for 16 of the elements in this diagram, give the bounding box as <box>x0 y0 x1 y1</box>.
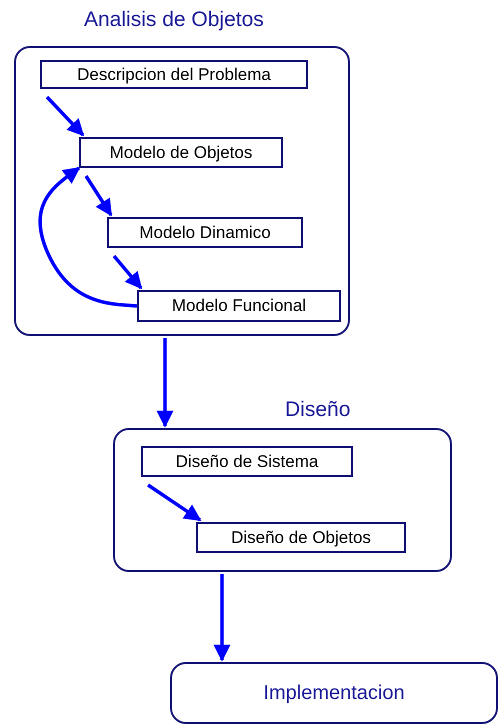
arrow <box>46 96 84 136</box>
arrow <box>38 166 138 308</box>
step-box: Modelo Funcional <box>137 290 341 322</box>
group-heading: Diseño <box>285 398 350 422</box>
process-box: Implementacion <box>170 662 498 724</box>
group-heading: Analisis de Objetos <box>84 8 264 32</box>
step-box: Descripcion del Problema <box>40 60 308 89</box>
step-box: Modelo Dinamico <box>107 217 303 248</box>
step-box: Diseño de Sistema <box>141 446 353 477</box>
arrow <box>214 574 230 662</box>
step-box: Modelo de Objetos <box>79 137 283 168</box>
arrow <box>112 254 142 290</box>
arrow <box>156 338 174 428</box>
arrow <box>147 484 202 522</box>
step-box: Diseño de Objetos <box>196 522 406 553</box>
arrow <box>84 175 112 216</box>
